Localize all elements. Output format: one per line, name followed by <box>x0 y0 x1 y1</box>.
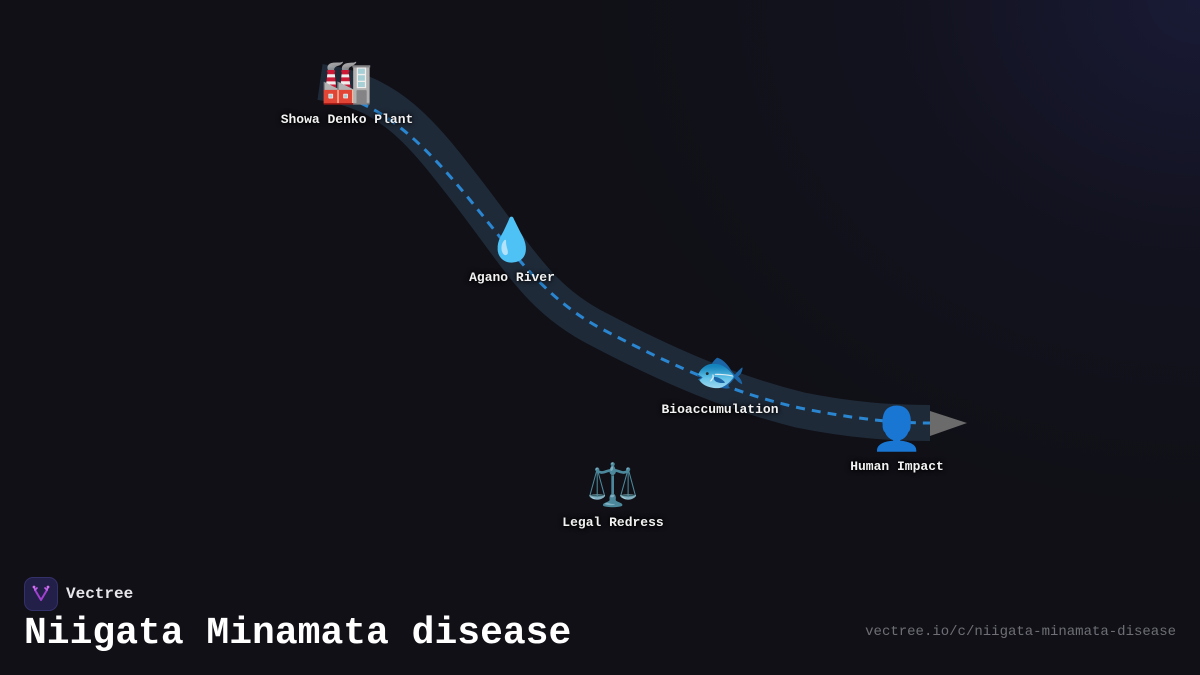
node-agano-river[interactable]: 💧 Agano River <box>469 215 555 286</box>
flow-arrowhead-icon <box>930 411 967 436</box>
node-label: Showa Denko Plant <box>280 112 414 127</box>
water-droplet-icon: 💧 <box>485 215 539 264</box>
node-legal-redress[interactable]: ⚖️ Legal Redress <box>562 460 664 531</box>
balance-scale-icon: ⚖️ <box>586 460 640 509</box>
node-label: Bioaccumulation <box>661 402 779 417</box>
factory-icon: 🏭 <box>320 57 374 106</box>
page-title: Niigata Minamata disease <box>24 612 572 655</box>
node-bioaccumulation[interactable]: 🐟 Bioaccumulation <box>661 347 779 418</box>
node-human-impact[interactable]: 👤 Human Impact <box>850 404 944 475</box>
flow-dashed-line <box>344 95 931 425</box>
flow-band <box>317 64 931 441</box>
node-label: Legal Redress <box>562 515 664 530</box>
vectree-tree-icon <box>32 585 50 601</box>
fish-icon: 🐟 <box>693 347 747 396</box>
node-label: Agano River <box>469 270 555 285</box>
node-label: Human Impact <box>850 459 944 474</box>
node-showa-denko-plant[interactable]: 🏭 Showa Denko Plant <box>280 57 414 128</box>
person-silhouette-icon: 👤 <box>870 404 924 453</box>
brand-name: Vectree <box>66 585 134 603</box>
source-url-link[interactable]: vectree.io/c/niigata-minamata-disease <box>865 624 1176 640</box>
vectree-logo-icon <box>24 577 58 611</box>
brand[interactable]: Vectree <box>24 577 133 611</box>
